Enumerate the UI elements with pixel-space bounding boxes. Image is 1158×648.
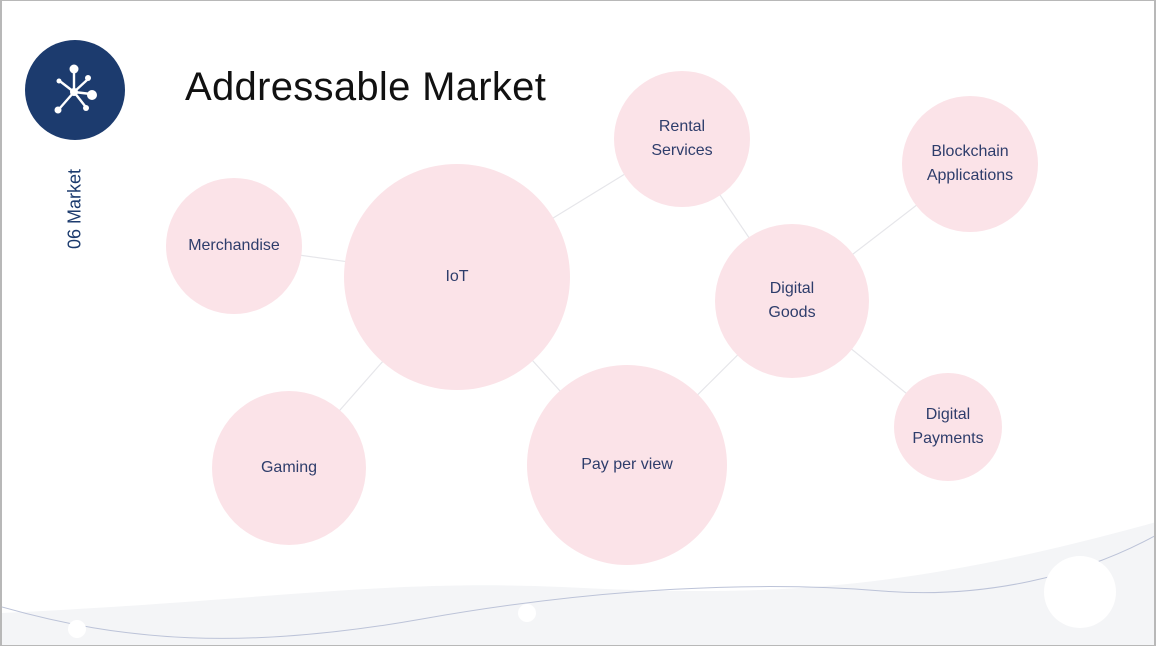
bubble-label: Digital Payments (912, 406, 984, 447)
page-title: Addressable Market (185, 65, 547, 109)
bubble-label: Merchandise (188, 237, 280, 254)
bubble-label: Blockchain Applications (926, 143, 1014, 184)
bubble-rental-services: Rental Services (614, 71, 750, 207)
wave-dot (518, 604, 536, 622)
network-node-icon (54, 64, 97, 114)
bubble-label: Gaming (260, 459, 318, 476)
bubble-label: Digital Goods (768, 280, 816, 321)
bubble-pay-per-view: Pay per view (527, 365, 727, 565)
bubble-blockchain-applications: Blockchain Applications (902, 96, 1038, 232)
bubble-digital-goods: Digital Goods (715, 224, 869, 378)
wave-dot (68, 620, 86, 638)
wave-dot (1044, 556, 1116, 628)
bubble-label: IoT (445, 268, 469, 285)
bubble-gaming: Gaming (212, 391, 366, 545)
bubble-digital-payments: Digital Payments (894, 373, 1002, 481)
bubble-merchandise: Merchandise (166, 178, 302, 314)
bubble-label: Rental Services (651, 118, 713, 159)
logo (25, 40, 125, 140)
bubble-label: Pay per view (581, 456, 673, 473)
bubble-iot: IoT (344, 164, 570, 390)
